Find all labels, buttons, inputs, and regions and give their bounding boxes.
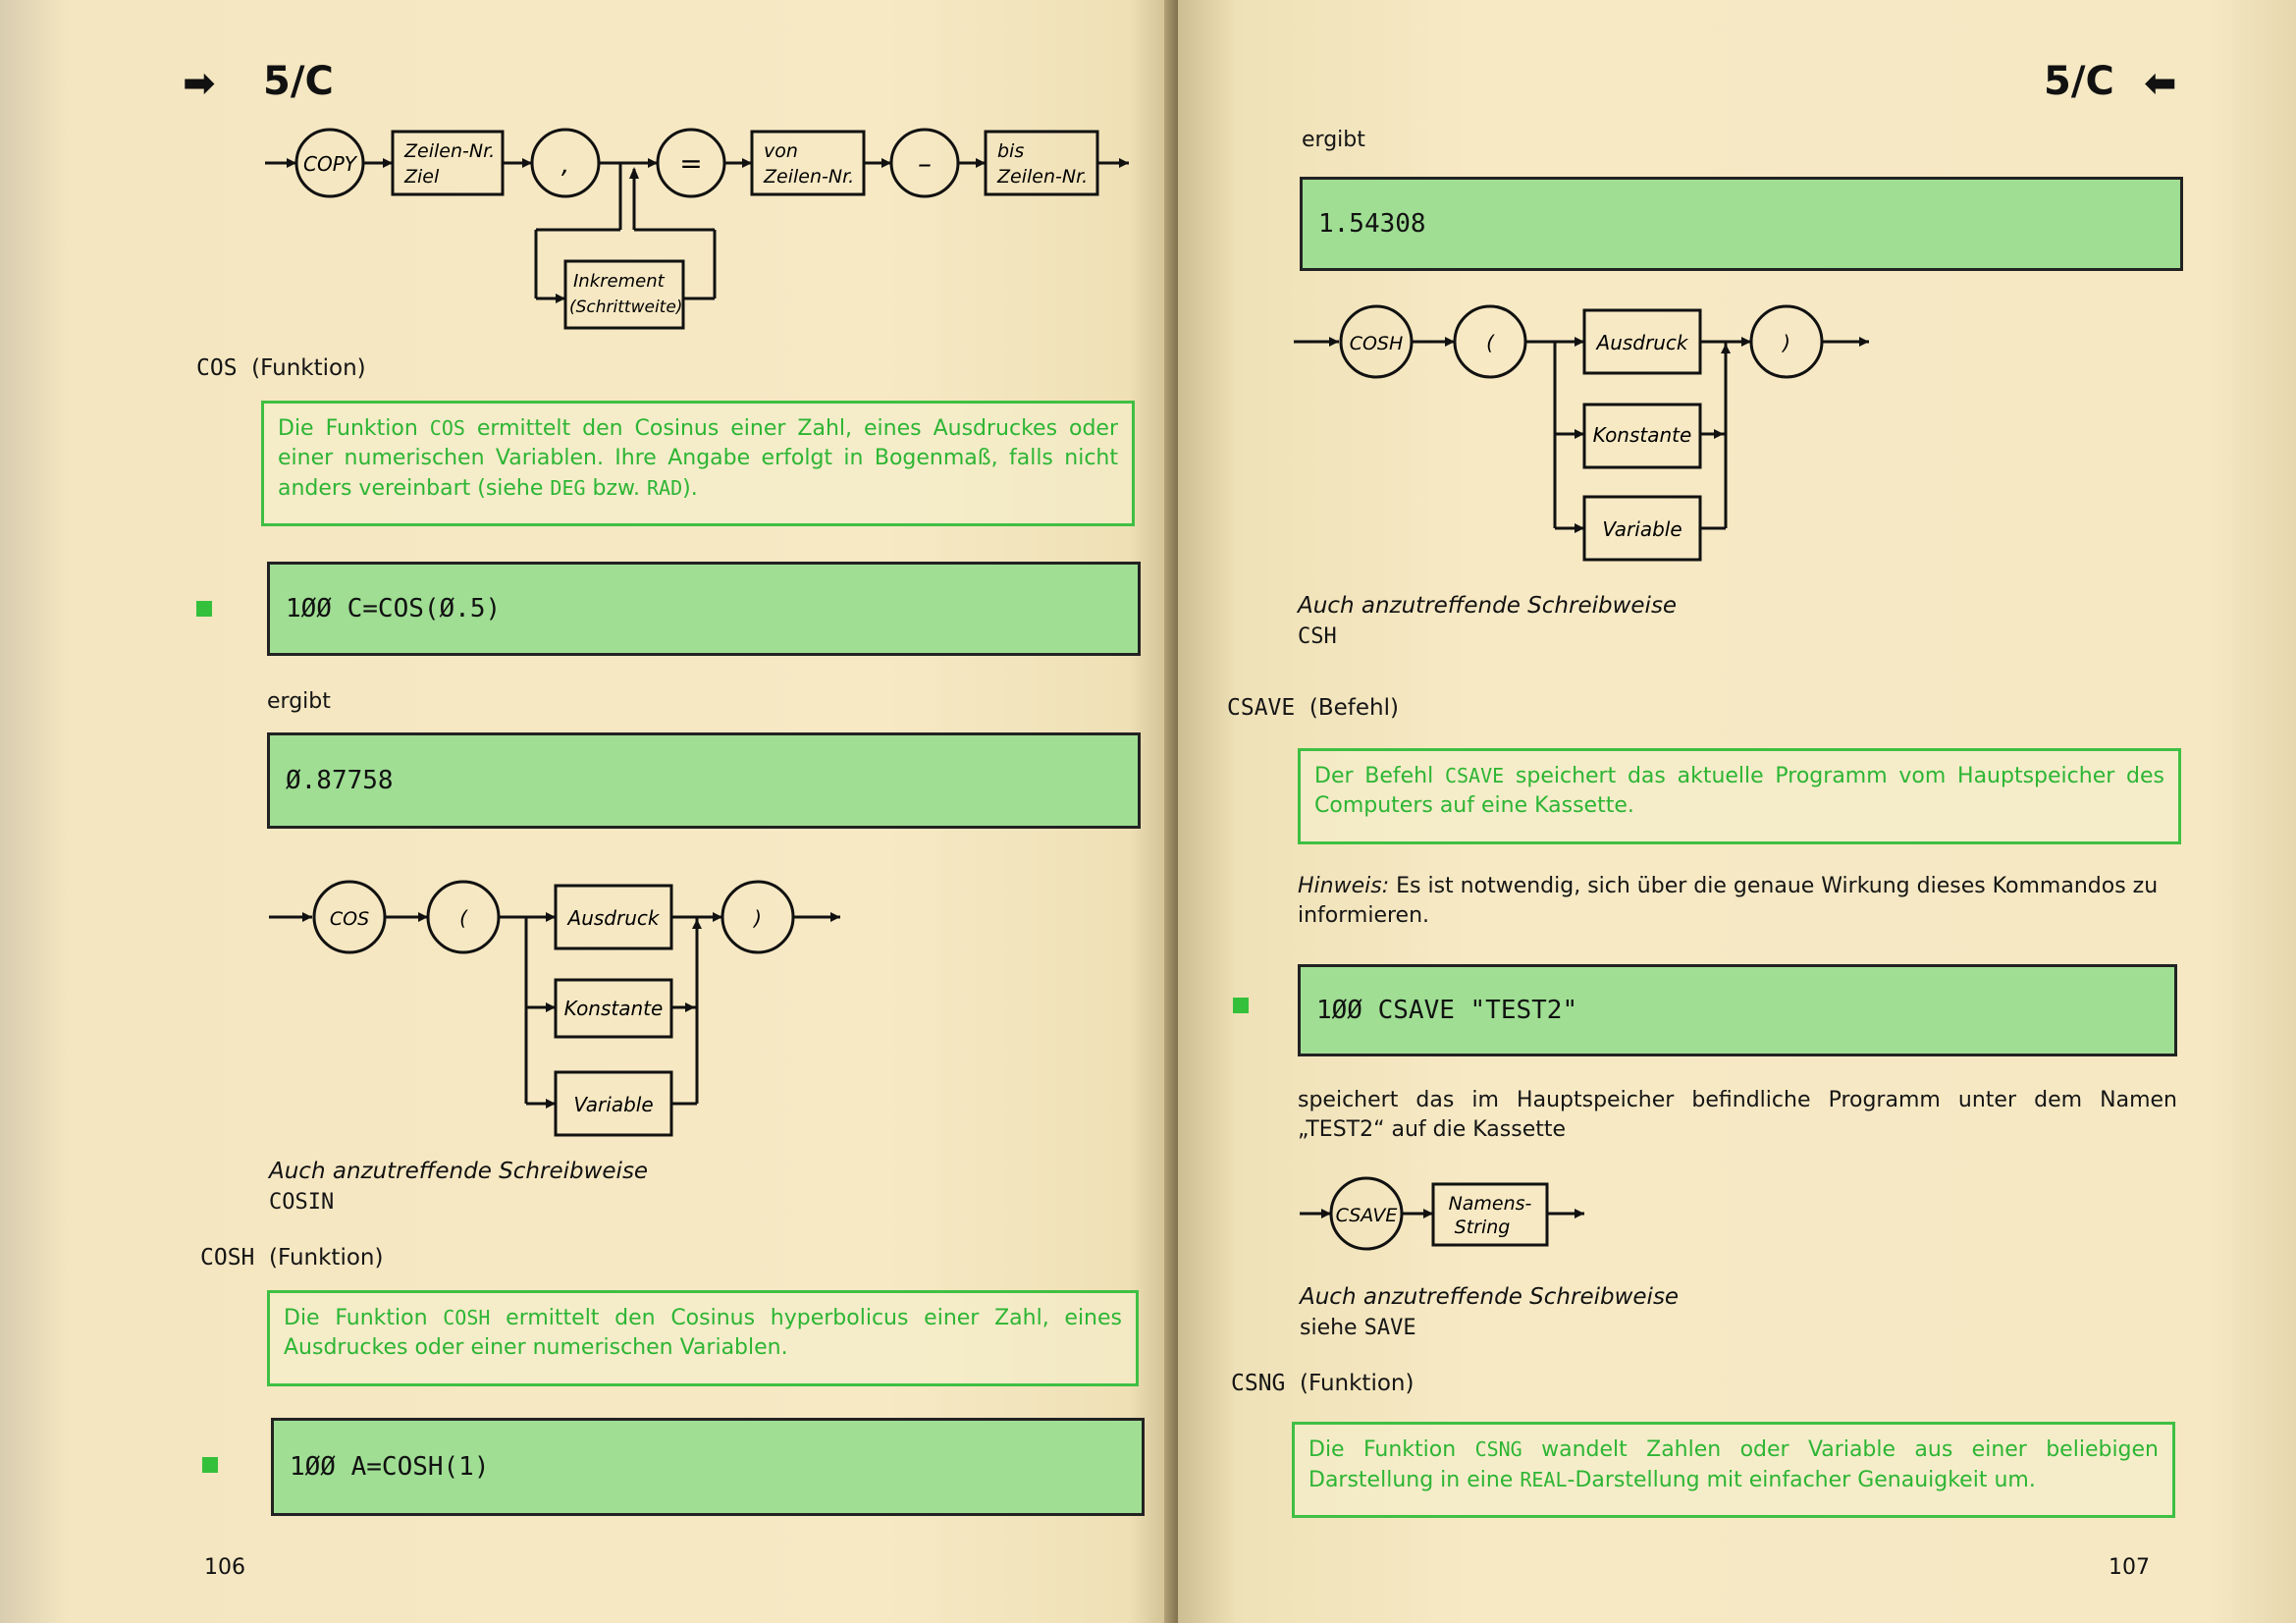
page-number-left: 106 (204, 1555, 245, 1580)
bis-label-2: Zeilen-Nr. (996, 166, 1088, 188)
csave-hint-label: Hinweis: (1298, 874, 1390, 898)
cosh-ergibt-label: ergibt (1302, 128, 1365, 152)
namens-string-label-1: Namens- (1449, 1193, 1532, 1215)
cosh-syntax-diagram: COSH ( Ausdruck Konstante Variable ) (1294, 304, 1869, 562)
copy-node: COPY (303, 152, 358, 176)
bullet-marker (202, 1457, 218, 1473)
konstante-node: Konstante (1593, 423, 1692, 447)
cosh-desc-keyword: COSH (443, 1306, 491, 1329)
csave-code-box: 1ØØ CSAVE "TEST2" (1298, 964, 2177, 1056)
csng-desc-text-1: Die Funktion (1308, 1437, 1475, 1462)
cosh-keyword: COSH (200, 1245, 255, 1271)
csng-kind: (Funktion) (1300, 1371, 1415, 1396)
cosh-code-box: 1ØØ A=COSH(1) (271, 1418, 1145, 1516)
von-label-2: Zeilen-Nr. (763, 166, 854, 188)
variable-node: Variable (573, 1093, 653, 1116)
cosh-result-box: 1.54308 (1300, 177, 2183, 271)
csave-desc-text-2: speichert das aktuelle Programm vom Haup… (1314, 764, 2164, 818)
cosh-desc-text-2: ermittelt den Cosinus hyperbolicus einer… (284, 1306, 1122, 1360)
bullet-marker (1233, 998, 1249, 1013)
paren-open-node: ( (1486, 331, 1495, 354)
bis-label-1: bis (997, 140, 1024, 162)
cos-desc-rad: RAD (647, 476, 683, 500)
csave-hint: Hinweis: Es ist notwendig, sich über die… (1298, 872, 2181, 931)
csave-explain: speichert das im Hauptspeicher befindlic… (1298, 1088, 2177, 1142)
comma-node: , (561, 150, 569, 180)
csave-keyword: CSAVE (1227, 695, 1296, 721)
csave-alt-label: Auch anzutreffende Schreibweise (1300, 1284, 1680, 1310)
cos-keyword: COS (196, 355, 238, 381)
zeilen-ziel-label-2: Ziel (403, 166, 440, 188)
cosh-alt-label: Auch anzutreffende Schreibweise (1298, 593, 1678, 619)
csave-syntax-diagram: CSAVE Namens- String (1300, 1176, 1584, 1251)
csave-alt-line: siehe SAVE (1300, 1314, 1416, 1343)
csave-func-node: CSAVE (1336, 1205, 1398, 1226)
inkrement-label-2: (Schrittweite) (569, 298, 682, 317)
csave-hint-text: Es ist notwendig, sich über die genaue W… (1298, 874, 2159, 928)
page-left: ➡ 5/C (0, 0, 1178, 1623)
csng-desc-real: REAL (1520, 1468, 1568, 1491)
chapter-label-left: 5/C (263, 59, 334, 104)
cosh-heading: COSH (Funktion) (200, 1245, 383, 1271)
paren-open-node: ( (459, 906, 468, 930)
ausdruck-node: Ausdruck (1595, 331, 1689, 354)
csng-desc-text-2: wandelt Zahlen oder Variable aus einer b… (1308, 1437, 2159, 1492)
konstante-node: Konstante (564, 997, 664, 1020)
arrow-left-icon: ⬅ (2144, 61, 2177, 106)
namens-string-label-2: String (1455, 1217, 1511, 1238)
cos-desc-text-4: ). (682, 476, 698, 501)
csave-alt-value: SAVE (1363, 1316, 1416, 1340)
cos-syntax-diagram: COS ( Ausdruck Konstante Variable ) (269, 880, 840, 1137)
csave-alt-prefix: siehe (1300, 1316, 1364, 1340)
csng-keyword: CSNG (1231, 1371, 1286, 1396)
paren-close-node: ) (1781, 331, 1790, 354)
dash-node: – (918, 147, 932, 180)
cosh-description-box: Die Funktion COSH ermittelt den Cosinus … (267, 1290, 1139, 1386)
cos-ergibt-label: ergibt (267, 689, 331, 714)
cos-desc-text-3: bzw. (585, 476, 647, 501)
cosh-alt-value: CSH (1298, 624, 1337, 649)
paren-close-node: ) (752, 906, 762, 930)
cos-alt-value: COSIN (269, 1190, 335, 1215)
bullet-marker (196, 601, 212, 617)
csave-desc-text-1: Der Befehl (1314, 764, 1445, 788)
csng-desc-text-3: -Darstellung mit einfacher Genauigkeit u… (1567, 1468, 2036, 1492)
cos-desc-deg: DEG (550, 476, 586, 500)
von-label-1: von (764, 140, 798, 162)
variable-node: Variable (1602, 517, 1682, 541)
cosh-desc-text-1: Die Funktion (284, 1306, 444, 1330)
chapter-label-right: 5/C (2044, 59, 2114, 104)
csave-heading: CSAVE (Befehl) (1227, 695, 1399, 721)
csng-description-box: Die Funktion CSNG wandelt Zahlen oder Va… (1292, 1422, 2175, 1518)
arrow-right-icon: ➡ (183, 61, 216, 106)
cos-code-box: 1ØØ C=COS(Ø.5) (267, 562, 1141, 656)
cos-description-box: Die Funktion COS ermittelt den Cosinus e… (261, 401, 1135, 526)
cos-func-node: COS (330, 908, 369, 930)
cosh-kind: (Funktion) (269, 1245, 384, 1271)
csng-desc-keyword: CSNG (1474, 1437, 1522, 1461)
cos-result-box: Ø.87758 (267, 732, 1141, 829)
cos-desc-text-2: ermittelt den Cosinus einer Zahl, eines … (278, 416, 1119, 501)
cos-alt-label: Auch anzutreffende Schreibweise (269, 1159, 649, 1184)
page-number-right: 107 (2109, 1555, 2150, 1580)
inkrement-label-1: Inkrement (573, 271, 666, 292)
copy-syntax-diagram: COPY Zeilen-Nr. Ziel , = von Zeilen-Nr. … (265, 128, 1129, 330)
cos-kind: (Funktion) (251, 355, 366, 381)
csave-desc-keyword: CSAVE (1444, 764, 1505, 787)
ausdruck-node: Ausdruck (566, 906, 661, 930)
cos-heading: COS (Funktion) (196, 355, 366, 381)
cos-desc-text-1: Die Funktion (278, 416, 430, 441)
page-right: 5/C ⬅ ergibt 1.54308 (1178, 0, 2296, 1623)
zeilen-ziel-label-1: Zeilen-Nr. (403, 140, 495, 162)
csave-kind: (Befehl) (1308, 695, 1399, 721)
equals-node: = (679, 147, 702, 180)
csng-heading: CSNG (Funktion) (1231, 1371, 1414, 1396)
csave-description-box: Der Befehl CSAVE speichert das aktuelle … (1298, 748, 2181, 844)
cosh-func-node: COSH (1350, 333, 1404, 354)
cos-desc-keyword: COS (429, 416, 465, 440)
